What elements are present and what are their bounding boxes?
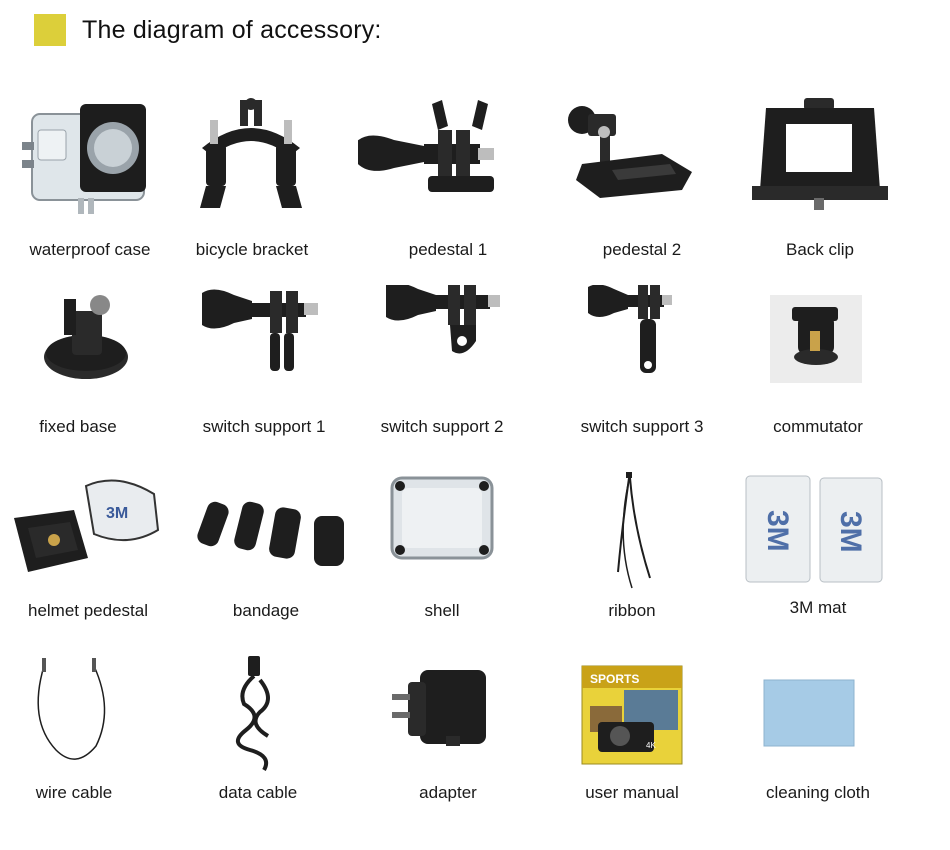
accessory-label: bandage: [232, 601, 300, 620]
user-manual-icon: SPORTS 4K: [542, 650, 722, 780]
bicycle-bracket-icon: [162, 90, 342, 220]
back-clip-icon: [730, 90, 910, 220]
mat-print-text: 3M: [761, 510, 794, 552]
helmet-pedestal-icon: 3M: [0, 468, 178, 598]
accessory-label: adapter: [419, 783, 477, 802]
ribbon-icon: [542, 468, 722, 598]
switch-support-3-icon: [552, 285, 732, 415]
accessory-label: pedestal 2: [602, 240, 682, 259]
switch-support-1-icon: [174, 285, 354, 415]
3m-mat-icon: 3M 3M: [728, 468, 908, 598]
accessory-label: wire cable: [35, 783, 113, 802]
accessory-label: switch support 2: [380, 417, 504, 436]
cleaning-cloth-icon: [728, 650, 908, 780]
accessory-label: helmet pedestal: [27, 601, 149, 620]
accessory-label: waterproof case: [29, 240, 151, 259]
accessory-label: user manual: [585, 783, 679, 802]
commutator-icon: [728, 285, 908, 415]
accessory-label: shell: [424, 601, 460, 620]
adapter-icon: [358, 650, 538, 780]
accessory-label: bicycle bracket: [195, 240, 309, 259]
mat-print-text: 3M: [834, 511, 867, 553]
mat-print-text: 3M: [106, 505, 128, 522]
accessory-label: Back clip: [785, 240, 855, 259]
shell-icon: [352, 468, 532, 598]
accessory-label: pedestal 1: [408, 240, 488, 259]
accessory-label: cleaning cloth: [766, 783, 870, 802]
page-header: The diagram of accessory:: [34, 12, 382, 48]
pedestal-1-icon: [358, 90, 538, 220]
accessory-label: data cable: [218, 783, 298, 802]
data-cable-icon: [168, 650, 348, 780]
accessory-label: fixed base: [39, 417, 117, 436]
switch-support-2-icon: [352, 285, 532, 415]
accessory-label: switch support 3: [580, 417, 704, 436]
page-title: The diagram of accessory:: [82, 15, 382, 44]
bandage-icon: [176, 468, 356, 598]
wire-cable-icon: [0, 650, 164, 780]
waterproof-case-icon: [0, 90, 180, 220]
accessory-label: 3M mat: [789, 598, 847, 617]
accessory-label: ribbon: [608, 601, 656, 620]
accent-square: [34, 14, 66, 46]
accessory-label: commutator: [773, 417, 863, 436]
pedestal-2-icon: [552, 90, 732, 220]
manual-badge-text: 4K: [646, 741, 656, 750]
fixed-base-icon: [0, 285, 168, 415]
accessory-label: switch support 1: [202, 417, 326, 436]
manual-brand-text: SPORTS: [590, 672, 639, 686]
